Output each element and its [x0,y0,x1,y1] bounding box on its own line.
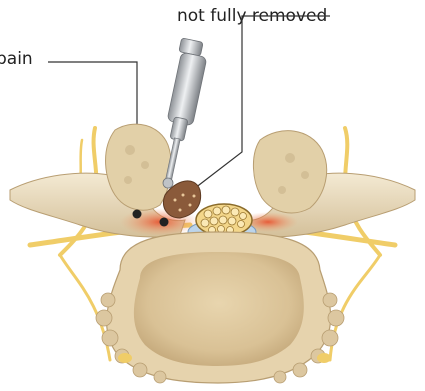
facet-right [253,131,326,213]
vertebral-body-inner [134,252,304,366]
pain-marker-dot [133,210,142,219]
removal-marker-dot [160,218,169,227]
surgical-instrument-icon [163,38,207,188]
